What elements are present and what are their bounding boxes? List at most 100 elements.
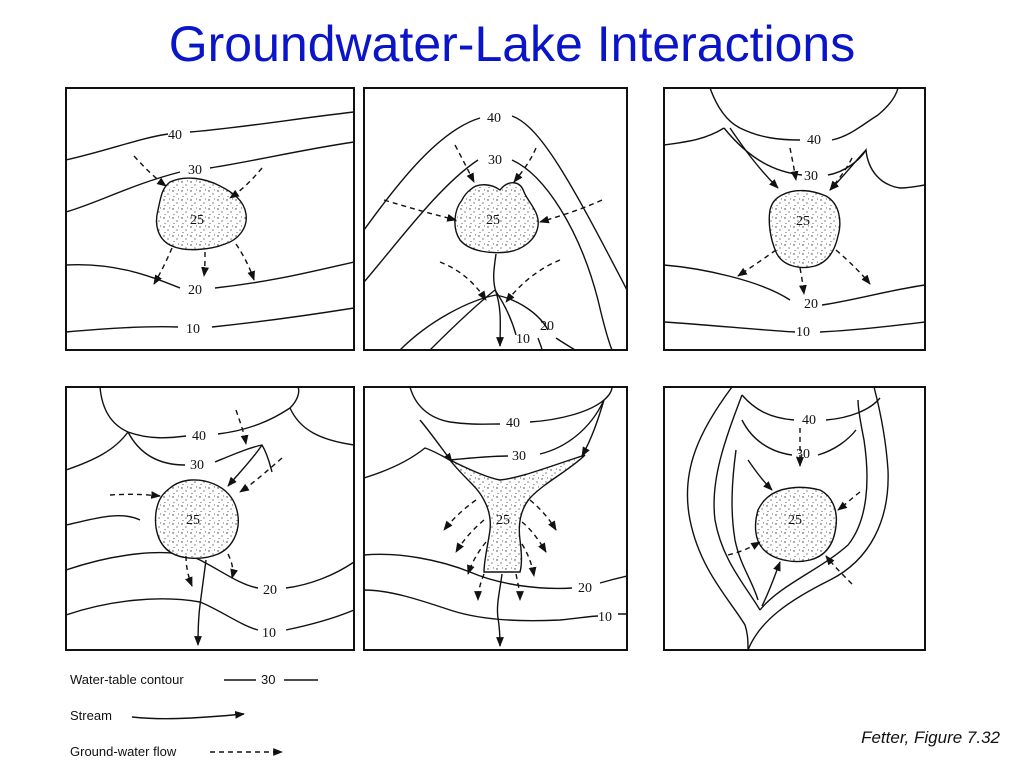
legend-stream-label: Stream bbox=[70, 708, 112, 723]
figure-credit: Fetter, Figure 7.32 bbox=[861, 728, 1000, 747]
flow-arrow bbox=[443, 499, 477, 531]
contour-20 bbox=[731, 449, 759, 601]
flow-arrow bbox=[109, 491, 161, 499]
panel-2-frame bbox=[363, 87, 628, 351]
slide-title: Groundwater-Lake Interactions bbox=[168, 16, 856, 72]
contour-label: 30 bbox=[188, 163, 202, 178]
panel-2 bbox=[364, 115, 627, 350]
contour-30 bbox=[741, 419, 857, 456]
contour-40 bbox=[709, 88, 899, 141]
lake-label: 25 bbox=[496, 513, 510, 528]
contour-30 bbox=[66, 141, 354, 213]
panel-1-frame bbox=[65, 87, 355, 351]
contour-40 bbox=[741, 394, 881, 421]
contour-30 bbox=[664, 127, 925, 189]
panel-5-frame bbox=[363, 386, 628, 651]
flow-arrow bbox=[229, 167, 263, 199]
contour-label: 20 bbox=[540, 319, 554, 334]
legend-contour-value: 30 bbox=[261, 672, 275, 687]
lake-label: 25 bbox=[788, 513, 802, 528]
contour-label: 40 bbox=[506, 416, 520, 431]
contour-label: 20 bbox=[188, 283, 202, 298]
stream bbox=[581, 399, 605, 457]
contour-label: 10 bbox=[262, 626, 276, 641]
contour-label: 40 bbox=[802, 413, 816, 428]
flow-arrow bbox=[505, 259, 561, 303]
contour-10 bbox=[66, 515, 354, 631]
contour-label: 10 bbox=[186, 322, 200, 337]
stream bbox=[496, 573, 504, 647]
panel-6 bbox=[686, 387, 889, 650]
flow-arrow bbox=[239, 457, 283, 493]
flow-arrow bbox=[235, 243, 255, 281]
lake-label: 25 bbox=[186, 513, 200, 528]
lake-label: 25 bbox=[486, 213, 500, 228]
contour-30 bbox=[66, 407, 354, 473]
contour-20 bbox=[664, 264, 925, 306]
stream bbox=[729, 127, 779, 189]
contour-label: 10 bbox=[598, 610, 612, 625]
stream bbox=[194, 559, 207, 646]
contour-label: 40 bbox=[168, 128, 182, 143]
legend-contour-label: Water-table contour bbox=[70, 672, 184, 687]
flow-arrow bbox=[737, 249, 777, 277]
lake bbox=[768, 189, 841, 269]
legend-flow-label: Ground-water flow bbox=[70, 744, 177, 759]
flow-arrow bbox=[529, 499, 557, 531]
flow-arrow bbox=[515, 573, 524, 601]
contour-label: 30 bbox=[804, 169, 818, 184]
flow-arrow bbox=[454, 144, 475, 183]
contour-label: 40 bbox=[487, 111, 501, 126]
panel-5 bbox=[364, 387, 627, 647]
flow-arrow bbox=[799, 267, 807, 295]
flow-arrow bbox=[825, 555, 853, 585]
flow-arrow bbox=[227, 553, 238, 579]
flow-arrow bbox=[235, 409, 249, 445]
flow-arrow bbox=[521, 521, 547, 553]
contour-label: 30 bbox=[796, 447, 810, 462]
legend: Water-table contour 30 Stream Ground-wat… bbox=[70, 672, 318, 759]
flow-arrow bbox=[539, 199, 603, 224]
panel-6-frame bbox=[663, 386, 926, 651]
flow-arrow bbox=[133, 155, 167, 187]
lake-label: 25 bbox=[796, 214, 810, 229]
flow-arrow bbox=[837, 491, 861, 511]
flow-arrow bbox=[455, 519, 485, 553]
contour-30-outer bbox=[713, 394, 868, 611]
flow-arrow bbox=[521, 543, 537, 577]
lake bbox=[754, 486, 838, 563]
legend-stream-line bbox=[131, 710, 245, 720]
panel-4 bbox=[66, 387, 354, 646]
lake-label: 25 bbox=[190, 213, 204, 228]
lake bbox=[155, 177, 247, 251]
flow-arrow bbox=[467, 541, 487, 575]
contour-label: 30 bbox=[488, 153, 502, 168]
contour-30 bbox=[364, 159, 613, 350]
contour-label: 40 bbox=[192, 429, 206, 444]
flow-arrow bbox=[383, 199, 457, 222]
contour-10 bbox=[66, 307, 354, 333]
contour-label: 30 bbox=[512, 449, 526, 464]
stream bbox=[761, 561, 781, 607]
contour-label: 30 bbox=[190, 458, 204, 473]
flow-arrow bbox=[829, 157, 853, 191]
stream bbox=[493, 253, 504, 347]
contour-10 bbox=[664, 321, 925, 333]
stream bbox=[419, 419, 453, 463]
flow-arrow bbox=[727, 541, 761, 556]
contour-label: 10 bbox=[796, 325, 810, 340]
contour-20 bbox=[66, 551, 354, 589]
contour-40 bbox=[364, 115, 627, 291]
panel-3-frame bbox=[663, 87, 926, 351]
contour-40-outer bbox=[686, 387, 889, 650]
contour-label: 20 bbox=[804, 297, 818, 312]
panel-4-frame bbox=[65, 386, 355, 651]
panel-1 bbox=[66, 111, 354, 333]
flow-arrow bbox=[185, 555, 193, 587]
stream bbox=[747, 459, 773, 491]
contour-label: 10 bbox=[516, 332, 530, 347]
flow-arrow bbox=[474, 573, 485, 601]
flow-arrow bbox=[201, 251, 209, 277]
contour-40 bbox=[66, 111, 354, 161]
lake bbox=[449, 454, 586, 573]
